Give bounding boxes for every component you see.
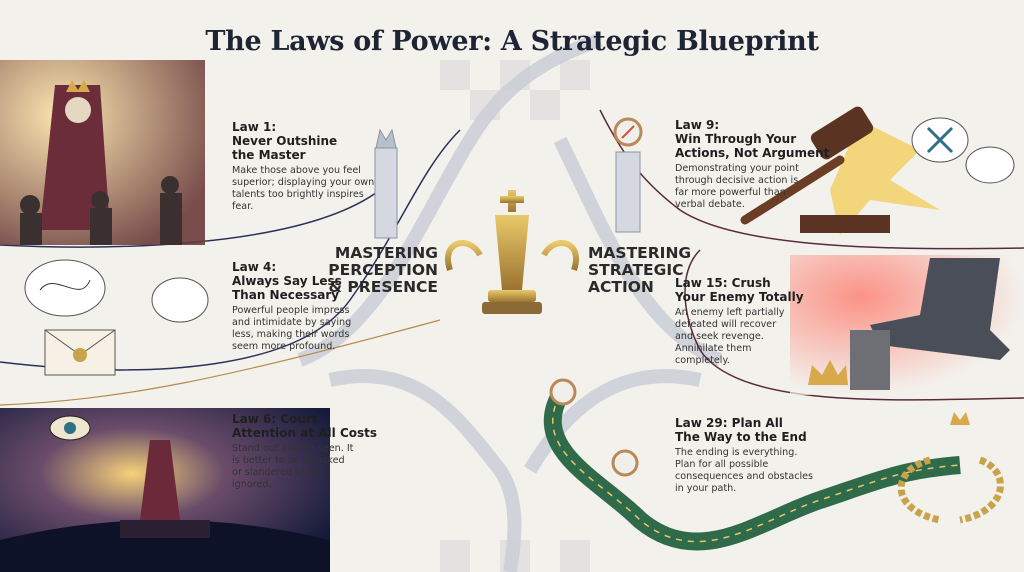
section-line: MASTERING (588, 244, 692, 262)
heading-line: the Master (232, 148, 306, 162)
heading-line: Your Enemy Totally (675, 290, 804, 304)
boot-illustration (790, 255, 1024, 395)
law-description: Stand out and be seen. It is better to b… (232, 443, 354, 490)
checker-floor (440, 60, 590, 572)
envelope-illustration (24, 259, 209, 376)
page-title: The Laws of Power: A Strategic Blueprint (205, 26, 819, 57)
section-strategic-action: MASTERING STRATEGIC ACTION (588, 245, 691, 296)
heading-line: The Way to the End (675, 430, 807, 444)
section-line: STRATEGIC (588, 261, 684, 279)
law-description: Demonstrating your point through decisiv… (675, 163, 799, 210)
heading-line: Attention at All Costs (232, 426, 378, 440)
section-line: ACTION (588, 278, 654, 296)
ribbon-paths (297, 33, 723, 572)
law-description: The ending is everything. Plan for all p… (675, 447, 814, 494)
heading-line: Law 4: (232, 260, 277, 274)
section-perception-presence: MASTERING PERCEPTION & PRESENCE (300, 245, 438, 296)
section-line: PERCEPTION (328, 261, 438, 279)
law-description: Powerful people impress and intimidate b… (232, 305, 352, 352)
section-line: & PRESENCE (328, 278, 438, 296)
heading-line: Law 1: (232, 120, 277, 134)
heading-line: Never Outshine (232, 134, 338, 148)
pillar-crown (374, 128, 398, 239)
heading-line: Law 9: (675, 118, 720, 132)
gavel-illustration (740, 106, 1015, 235)
heading-line: Win Through Your (675, 132, 797, 146)
law-description: An enemy left partially defeated will re… (675, 307, 785, 366)
pillar-compass (613, 117, 643, 233)
heading-line: Actions, Not Argument (675, 146, 830, 160)
section-line: MASTERING (334, 244, 438, 262)
heading-line: Law 6: Court (232, 412, 318, 426)
chess-king-illustration (445, 190, 579, 314)
heading-line: Law 15: Crush (675, 276, 771, 290)
road-illustration (543, 378, 1004, 551)
heading-line: Always Say Less (232, 274, 342, 288)
heading-line: Than Necessary (232, 288, 340, 302)
heading-line: Law 29: Plan All (675, 416, 783, 430)
law-description: Make those above you feel superior; disp… (232, 165, 375, 212)
